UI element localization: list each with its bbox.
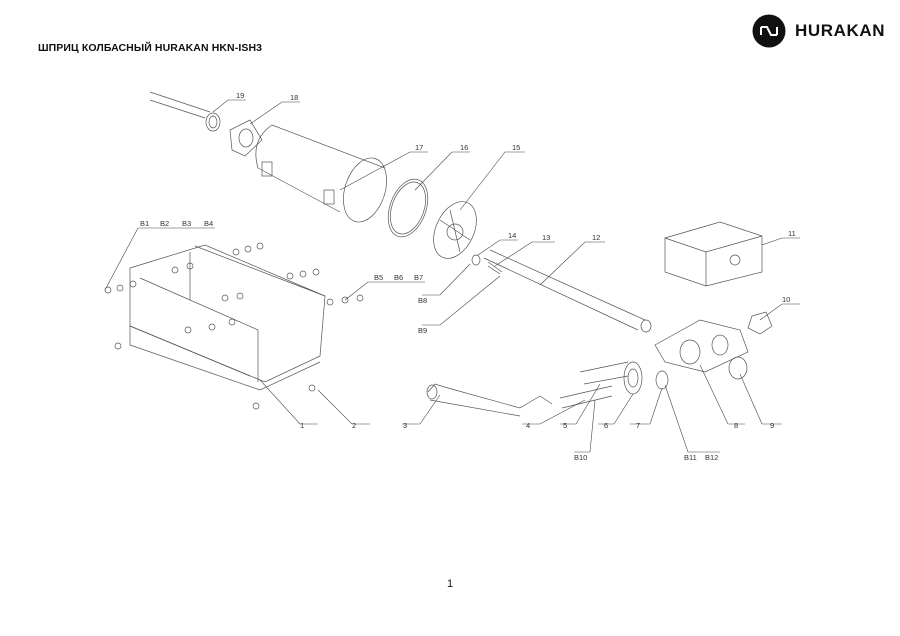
callout-10: 10	[782, 295, 790, 304]
hurakan-logo-icon	[752, 14, 786, 48]
callout-9: 9	[770, 421, 774, 430]
part-16-ring	[387, 178, 429, 238]
callout-b8: B8	[418, 296, 427, 305]
callout-b12: B12	[705, 453, 718, 462]
callout-b6: B6	[394, 273, 403, 282]
part-17-cylinder	[257, 124, 386, 213]
callout-13: 13	[542, 233, 550, 242]
callout-5: 5	[563, 421, 567, 430]
callout-b7: B7	[414, 273, 423, 282]
part-19	[205, 112, 221, 132]
callout-3: 3	[403, 421, 407, 430]
callout-1: 1	[300, 421, 304, 430]
callout-14: 14	[508, 231, 516, 240]
part-9	[728, 356, 748, 380]
callout-11: 11	[788, 229, 796, 238]
part-7	[655, 370, 669, 390]
callout-8: 8	[734, 421, 738, 430]
brand-logo: HURAKAN	[752, 14, 885, 48]
part-14	[471, 254, 481, 266]
brand-name: HURAKAN	[795, 21, 886, 40]
part-15-piston	[433, 201, 477, 259]
piston-rod-part	[149, 91, 211, 119]
callout-b9: B9	[418, 326, 427, 335]
part-13	[487, 261, 503, 275]
callout-4: 4	[526, 421, 530, 430]
callout-b3: B3	[182, 219, 191, 228]
page-number: 1	[446, 578, 454, 590]
part-6-gear	[623, 361, 643, 395]
callout-b5: B5	[374, 273, 383, 282]
callout-2: 2	[352, 421, 356, 430]
callout-19: 19	[236, 91, 244, 100]
callout-17: 17	[415, 143, 423, 152]
part-18	[229, 119, 263, 157]
callout-b1: B1	[140, 219, 149, 228]
part-4-shaft	[559, 385, 613, 409]
part-12-shaft	[483, 249, 646, 331]
part-3-handle	[427, 383, 553, 417]
part-10	[747, 311, 773, 335]
part-8-housing	[654, 319, 749, 373]
callout-b11: B11	[684, 453, 697, 462]
callout-12: 12	[592, 233, 600, 242]
document-title: ШПРИЦ КОЛБАСНЫЙ HURAKAN HKN-ISH3	[38, 42, 263, 54]
part-5-shaft	[579, 361, 629, 385]
part-11-cover	[664, 221, 763, 287]
callout-b10: B10	[574, 453, 587, 462]
callout-18: 18	[290, 93, 298, 102]
callout-15: 15	[512, 143, 520, 152]
callout-6: 6	[604, 421, 608, 430]
callout-b2: B2	[160, 219, 169, 228]
callout-b4: B4	[204, 219, 213, 228]
part-1-frame	[129, 244, 326, 383]
callout-16: 16	[460, 143, 468, 152]
callout-7: 7	[636, 421, 640, 430]
